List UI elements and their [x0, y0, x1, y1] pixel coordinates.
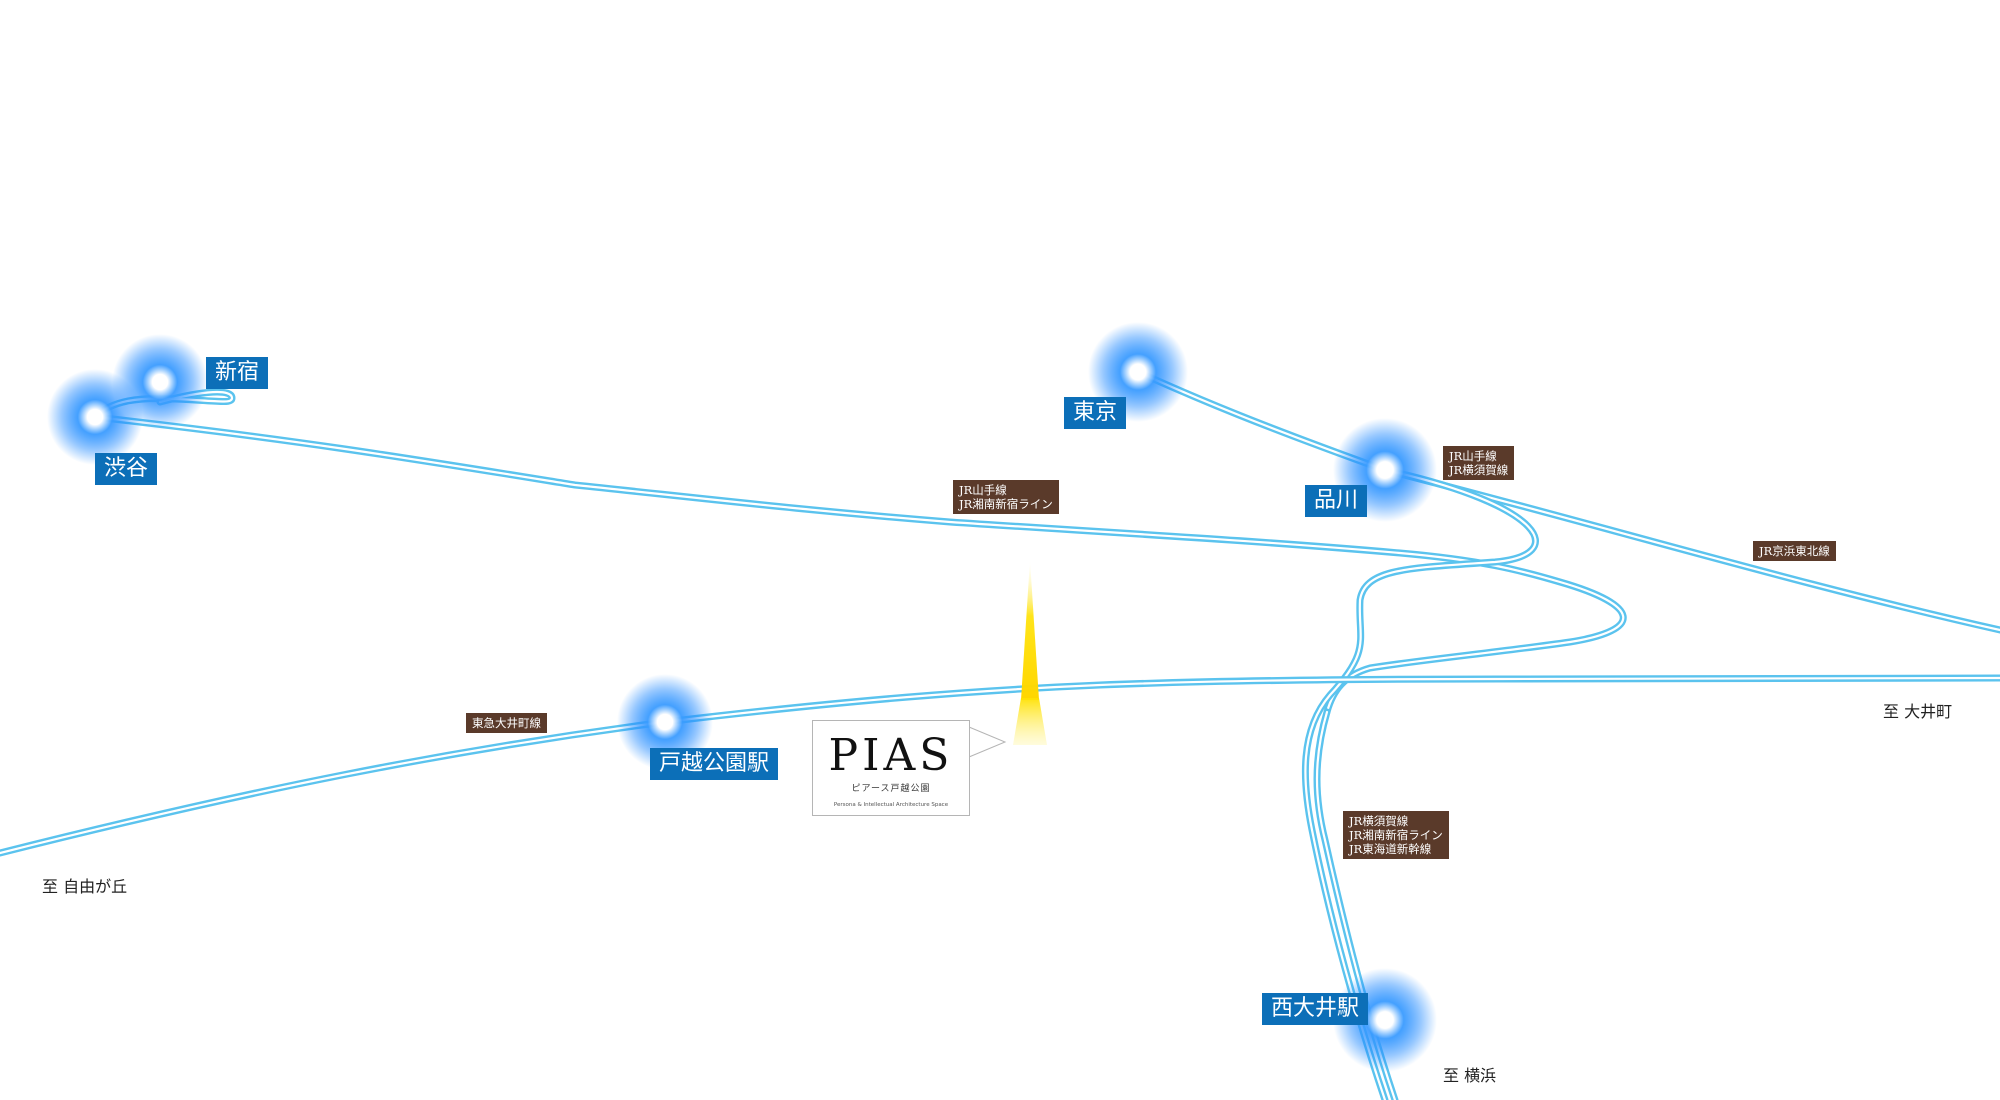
station-label-nishi-oi[interactable]: 西大井駅 — [1262, 993, 1369, 1025]
property-name: ピアース戸越公園 — [851, 784, 931, 794]
destination-jiyugaoka: 至 自由が丘 — [42, 877, 128, 896]
property-logo: PIAS — [828, 730, 954, 781]
line-name: JR東海道新幹線 — [1349, 842, 1432, 856]
station-glow-togoshi-koen[interactable] — [617, 674, 713, 770]
line-name: JR横須賀線 — [1349, 814, 1409, 828]
station-label-shinagawa[interactable]: 品川 — [1305, 485, 1368, 517]
property-callout-pointer — [968, 726, 1007, 758]
line-name: JR湘南新宿ライン — [959, 497, 1053, 511]
station-label-togoshi-koen[interactable]: 戸越公園駅 — [650, 748, 779, 780]
line-name: 東急大井町線 — [472, 716, 541, 730]
line-label-yokosuka-shonan-shinkansen: JR横須賀線 JR湘南新宿ライン JR東海道新幹線 — [1343, 811, 1449, 859]
station-label-shinjuku[interactable]: 新宿 — [206, 357, 269, 389]
station-glow-shibuya[interactable] — [47, 369, 143, 465]
line-label-yamanote-yokosuka: JR山手線 JR横須賀線 — [1443, 446, 1515, 480]
line-name: JR京浜東北線 — [1759, 544, 1830, 558]
destination-oimachi: 至 大井町 — [1883, 702, 1953, 721]
property-card[interactable]: PIAS ピアース戸越公園 Persona & Intellectual Arc… — [812, 720, 970, 816]
line-name: JR湘南新宿ライン — [1349, 828, 1443, 842]
station-label-tokyo[interactable]: 東京 — [1064, 397, 1127, 429]
line-label-tokyu-oimachi: 東急大井町線 — [466, 713, 547, 733]
property-pointer-beam — [1013, 560, 1047, 745]
line-name: JR横須賀線 — [1449, 463, 1509, 477]
line-label-yamanote-shonan: JR山手線 JR湘南新宿ライン — [953, 480, 1059, 514]
track-tokyu-oimachi — [0, 674, 2000, 857]
line-name: JR山手線 — [1449, 449, 1497, 463]
destination-yokohama: 至 横浜 — [1443, 1066, 1497, 1085]
track-keihin-tohoku — [1134, 368, 2000, 634]
line-label-keihin-tohoku: JR京浜東北線 — [1753, 541, 1836, 561]
property-tagline: Persona & Intellectual Architecture Spac… — [833, 802, 949, 808]
station-label-shibuya[interactable]: 渋谷 — [95, 453, 158, 485]
line-name: JR山手線 — [959, 483, 1007, 497]
